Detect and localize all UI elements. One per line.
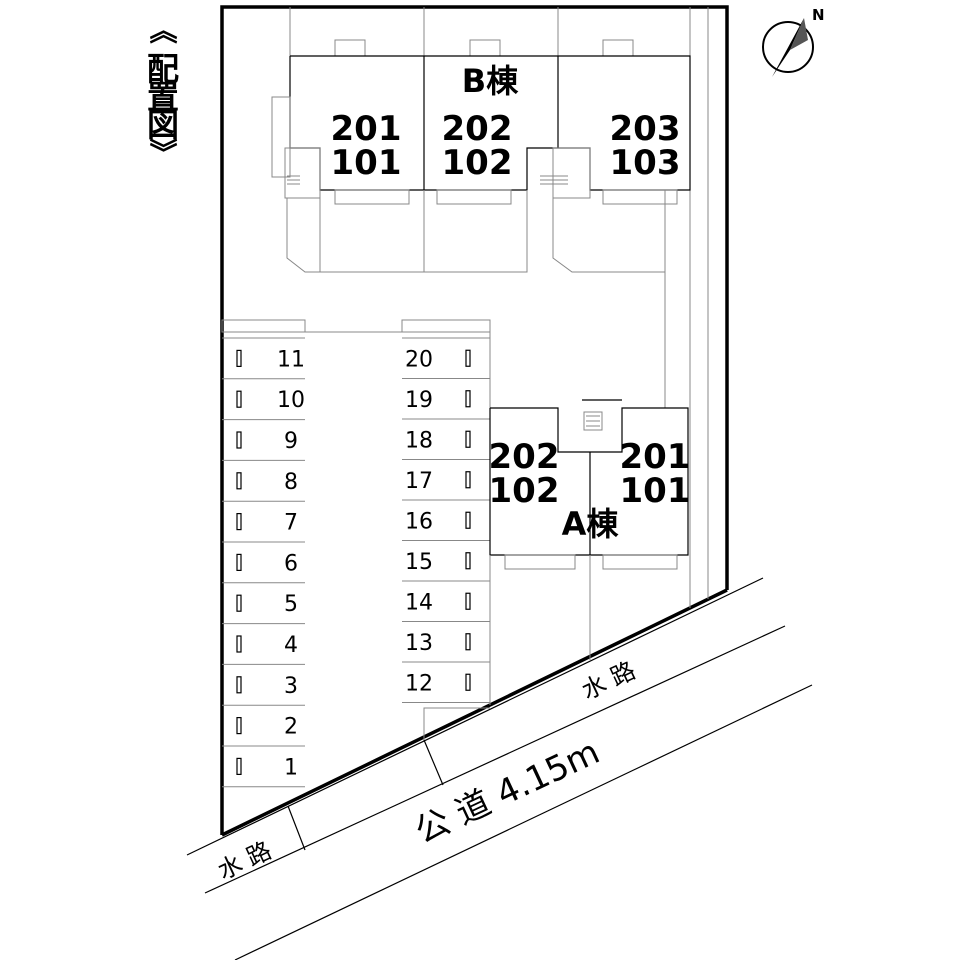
parking-space-number: 2: [284, 715, 298, 740]
compass: N: [762, 6, 825, 77]
b-unit-1-upper: 201: [331, 109, 402, 149]
parking-space-number: 7: [284, 511, 298, 536]
title-char: 図: [147, 106, 179, 144]
wheel-stop-icon: [236, 676, 242, 694]
wheel-stop-icon: [236, 716, 242, 735]
title-char: 配: [147, 50, 179, 88]
parking-space-number: 11: [277, 347, 305, 372]
b-unit-2-upper: 202: [442, 109, 513, 149]
wheel-stop-icon: [465, 430, 471, 448]
parking-space-number: 17: [405, 469, 433, 494]
wheel-stop-icon: [236, 472, 242, 490]
wheel-stop-icon: [236, 635, 242, 653]
wheel-stop-icon: [236, 349, 242, 367]
wheel-stop-icon: [465, 390, 471, 408]
parking-space-number: 18: [405, 428, 433, 453]
parking-left-lines: [221, 319, 491, 408]
a-unit-1: 202 102: [489, 437, 560, 511]
parking-space-number: 3: [284, 674, 298, 699]
b-unit-2: 202 102: [442, 109, 513, 183]
parking-right: 20 19 18 17 16 15 14 13 12: [402, 337, 490, 703]
parking-space-number: 10: [277, 388, 305, 413]
parking-space-number: 15: [405, 550, 433, 575]
a-unit-1-lower: 102: [489, 471, 560, 511]
wheel-stop-icon: [465, 633, 471, 651]
wheel-stop-icon: [465, 511, 471, 529]
waterway-divider-1: [423, 739, 444, 786]
title-char: 《: [146, 16, 179, 44]
road-lower-edge: [234, 684, 813, 960]
b-unit-3: 203 103: [610, 109, 681, 183]
wheel-stop-icon: [465, 552, 471, 570]
wheel-stop-icon: [236, 757, 242, 776]
parking-space-number: 13: [405, 631, 433, 656]
b-unit-3-upper: 203: [610, 109, 681, 149]
compass-label: N: [812, 6, 825, 24]
wheel-stop-icon: [465, 471, 471, 489]
parking-space-number: 14: [405, 590, 433, 615]
parking-space-number: 12: [405, 671, 433, 696]
a-unit-2: 201 101: [620, 437, 691, 511]
wheel-stop-icon: [236, 390, 242, 408]
b-building-plot: [271, 7, 691, 273]
a-building-plot: [423, 399, 689, 740]
compass-needle-icon: [772, 18, 804, 77]
a-unit-2-lower: 101: [620, 471, 691, 511]
parking-space-number: 20: [405, 347, 433, 372]
public-road-label: 公 道 4.15m: [409, 732, 606, 852]
a-unit-1-upper: 202: [489, 437, 560, 477]
b-unit-3-lower: 103: [610, 143, 681, 183]
title-vertical: 《配置図》: [146, 16, 179, 166]
b-building-name: B棟: [462, 62, 519, 100]
wheel-stop-icon: [236, 512, 242, 531]
a-unit-2-upper: 201: [620, 437, 691, 477]
waterway-divider-2: [287, 805, 306, 851]
wheel-stop-icon: [236, 431, 242, 449]
title-char: 置: [147, 78, 179, 116]
wheel-stop-icon: [465, 673, 471, 691]
b-unit-1-lower: 101: [331, 143, 402, 183]
wheel-stop-icon: [236, 553, 242, 572]
parking-space-number: 6: [284, 551, 298, 576]
parking-left: 11 10 9 8 7 6 5 4 3 2 1: [222, 337, 305, 788]
parking-space-number: 4: [284, 633, 298, 658]
parking-space-number: 19: [405, 388, 433, 413]
parking-space-number: 16: [405, 509, 433, 534]
compass-needle-shade: [790, 18, 808, 50]
wheel-stop-icon: [236, 594, 242, 612]
waterway-upper-edge: [186, 577, 764, 856]
wheel-stop-icon: [465, 592, 471, 610]
a-building-name: A棟: [562, 505, 620, 543]
road-area: [186, 577, 813, 960]
title-char: 》: [146, 138, 179, 166]
waterway-lower-label: 水 路: [213, 836, 275, 885]
site-boundary: [220, 5, 729, 835]
parking-space-number: 8: [284, 470, 298, 495]
parking-space-number: 5: [284, 592, 298, 617]
parking-space-number: 1: [284, 755, 298, 780]
b-unit-2-lower: 102: [442, 143, 513, 183]
waterway-upper-label: 水 路: [577, 656, 639, 705]
wheel-stop-icon: [465, 349, 471, 367]
parking-space-number: 9: [284, 429, 298, 454]
b-unit-1: 201 101: [331, 109, 402, 183]
site-boundary-south: [221, 588, 728, 837]
waterway-lower-edge: [204, 625, 786, 894]
